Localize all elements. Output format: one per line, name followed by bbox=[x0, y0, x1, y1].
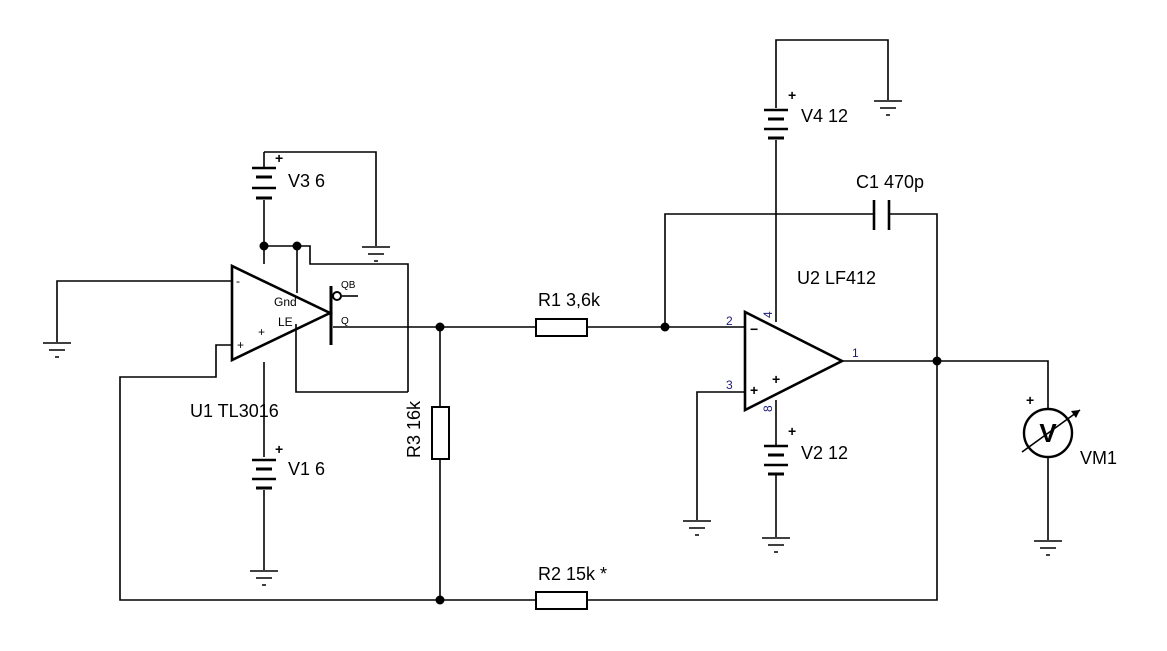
ground-icon bbox=[1034, 540, 1062, 556]
junction-dot bbox=[660, 322, 670, 332]
resistor-r2: R2 15k * bbox=[535, 564, 607, 610]
junction-dots bbox=[259, 241, 942, 605]
v2-label: V2 12 bbox=[801, 443, 848, 463]
junction-dot bbox=[292, 241, 302, 251]
u1-pin-le: LE bbox=[278, 315, 293, 329]
r1-label: R1 3,6k bbox=[538, 290, 601, 310]
u2-sign-plus: + bbox=[750, 382, 758, 398]
u2-pin-3: 3 bbox=[726, 378, 733, 392]
junction-dot bbox=[435, 595, 445, 605]
u1-pin-plus: + bbox=[237, 338, 244, 352]
voltmeter-vm1: V + VM1 bbox=[1021, 392, 1117, 468]
v4-label: V4 12 bbox=[801, 106, 848, 126]
v2-polarity: + bbox=[788, 423, 796, 439]
vm1-symbol: V bbox=[1039, 418, 1057, 448]
u1-label: U1 TL3016 bbox=[190, 401, 279, 421]
vm1-label: VM1 bbox=[1080, 448, 1117, 468]
battery-v4: + V4 12 bbox=[764, 87, 848, 140]
u1-pin-gnd: Gnd bbox=[274, 295, 297, 309]
u2-pin-2: 2 bbox=[726, 314, 733, 328]
u1-pin-qb: QB bbox=[341, 280, 356, 291]
capacitor-c1: C1 470p bbox=[856, 172, 924, 230]
u2-label: U2 LF412 bbox=[797, 268, 876, 288]
ground-icon bbox=[250, 570, 278, 586]
resistor-r1: R1 3,6k bbox=[535, 290, 601, 337]
u1-pin-minus: - bbox=[236, 274, 240, 288]
v3-label: V3 6 bbox=[288, 171, 325, 191]
v3-polarity: + bbox=[275, 150, 283, 166]
ground-symbols bbox=[43, 100, 1062, 586]
u1-comparator: - + + Gnd LE QB Q U1 TL3016 bbox=[190, 263, 356, 421]
battery-v1: + V1 6 bbox=[252, 441, 325, 490]
junction-dot bbox=[259, 241, 269, 251]
battery-v2: + V2 12 bbox=[764, 423, 848, 476]
wires bbox=[56, 39, 1049, 601]
ground-icon bbox=[762, 537, 790, 553]
v4-polarity: + bbox=[788, 87, 796, 103]
u2-pin-4: 4 bbox=[761, 311, 775, 318]
u1-pin-q: Q bbox=[341, 316, 349, 327]
r2-label: R2 15k * bbox=[538, 564, 607, 584]
battery-v3: + V3 6 bbox=[252, 150, 325, 200]
resistor-r3: R3 16k bbox=[404, 400, 450, 460]
u2-opamp: − + + 2 3 1 4 8 U2 LF412 bbox=[726, 268, 876, 413]
ground-icon bbox=[362, 246, 390, 262]
ground-icon bbox=[874, 100, 902, 116]
ground-icon bbox=[683, 520, 711, 536]
v1-label: V1 6 bbox=[288, 459, 325, 479]
u1-pin-le-sign: + bbox=[258, 325, 265, 339]
vm1-polarity: + bbox=[1026, 392, 1034, 408]
v1-polarity: + bbox=[275, 441, 283, 457]
u2-pin-8: 8 bbox=[761, 405, 775, 412]
ground-icon bbox=[43, 342, 71, 358]
junction-dot bbox=[932, 356, 942, 366]
u2-sign-minus: − bbox=[750, 321, 758, 337]
u2-sign-plus-inner: + bbox=[772, 371, 780, 387]
u2-pin-1: 1 bbox=[852, 346, 859, 360]
junction-dot bbox=[435, 322, 445, 332]
c1-label: C1 470p bbox=[856, 172, 924, 192]
r3-label: R3 16k bbox=[404, 400, 424, 458]
